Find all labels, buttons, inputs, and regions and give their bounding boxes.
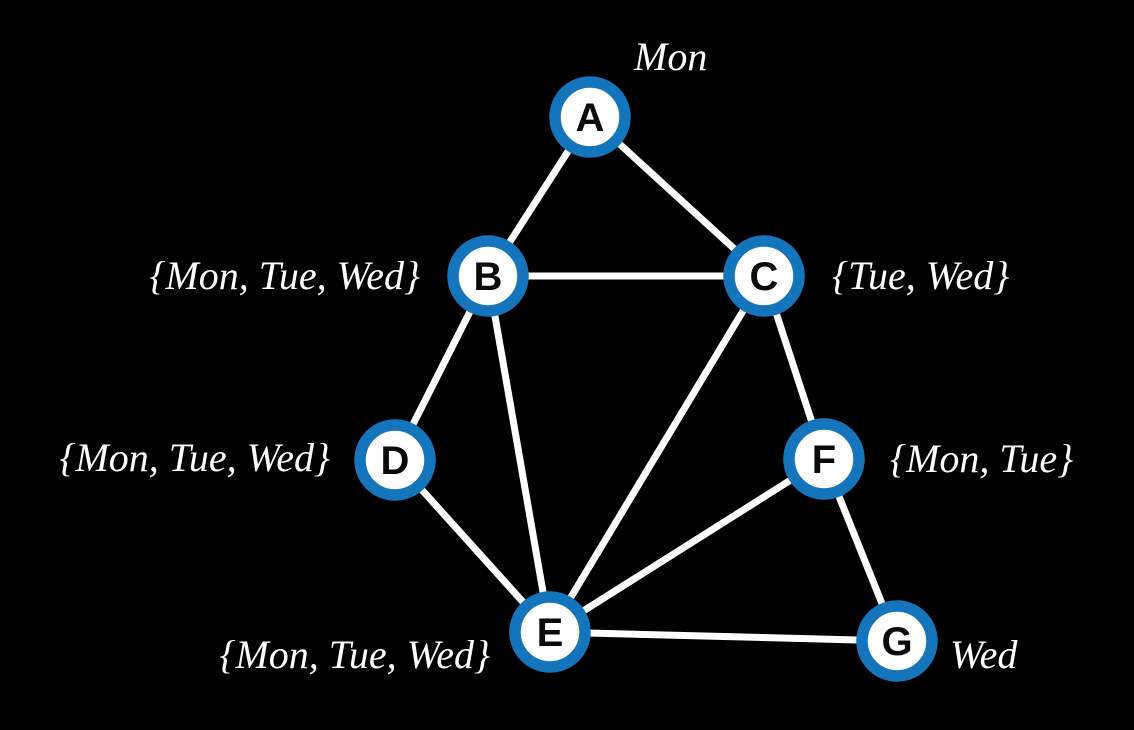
node-G-letter: G bbox=[881, 620, 912, 664]
edge-E-G bbox=[546, 628, 901, 645]
node-D: D {Mon, Tue, Wed} bbox=[59, 419, 436, 501]
edge-E-F bbox=[546, 455, 828, 636]
node-F-domain-label: {Mon, Tue} bbox=[890, 436, 1073, 481]
node-C-circle bbox=[723, 235, 805, 317]
node-D-domain-label: {Mon, Tue, Wed} bbox=[59, 435, 330, 480]
node-F: F {Mon, Tue} bbox=[783, 418, 1073, 500]
node-D-letter: D bbox=[381, 439, 410, 483]
node-A: A Mon bbox=[549, 34, 707, 158]
node-G-domain-label: Wed bbox=[950, 632, 1018, 677]
node-A-circle bbox=[549, 76, 631, 158]
node-B-circle bbox=[447, 235, 529, 317]
node-E-circle bbox=[509, 591, 591, 673]
edge-B-E bbox=[484, 272, 554, 636]
node-A-letter: A bbox=[576, 96, 605, 140]
node-A-domain-label: Mon bbox=[633, 34, 707, 79]
node-G-circle bbox=[856, 600, 938, 682]
node-C: C {Tue, Wed} bbox=[723, 235, 1009, 317]
node-F-circle bbox=[783, 418, 865, 500]
node-C-domain-label: {Tue, Wed} bbox=[832, 253, 1009, 298]
node-D-circle bbox=[354, 419, 436, 501]
node-B: B {Mon, Tue, Wed} bbox=[149, 235, 529, 317]
node-B-letter: B bbox=[474, 255, 503, 299]
edge-C-E bbox=[546, 272, 768, 636]
node-E: E {Mon, Tue, Wed} bbox=[219, 591, 591, 677]
node-G: G Wed bbox=[856, 600, 1018, 682]
node-E-domain-label: {Mon, Tue, Wed} bbox=[219, 632, 490, 677]
node-B-domain-label: {Mon, Tue, Wed} bbox=[149, 253, 420, 298]
node-C-letter: C bbox=[750, 255, 779, 299]
node-F-letter: F bbox=[812, 438, 836, 482]
node-E-letter: E bbox=[537, 611, 564, 655]
